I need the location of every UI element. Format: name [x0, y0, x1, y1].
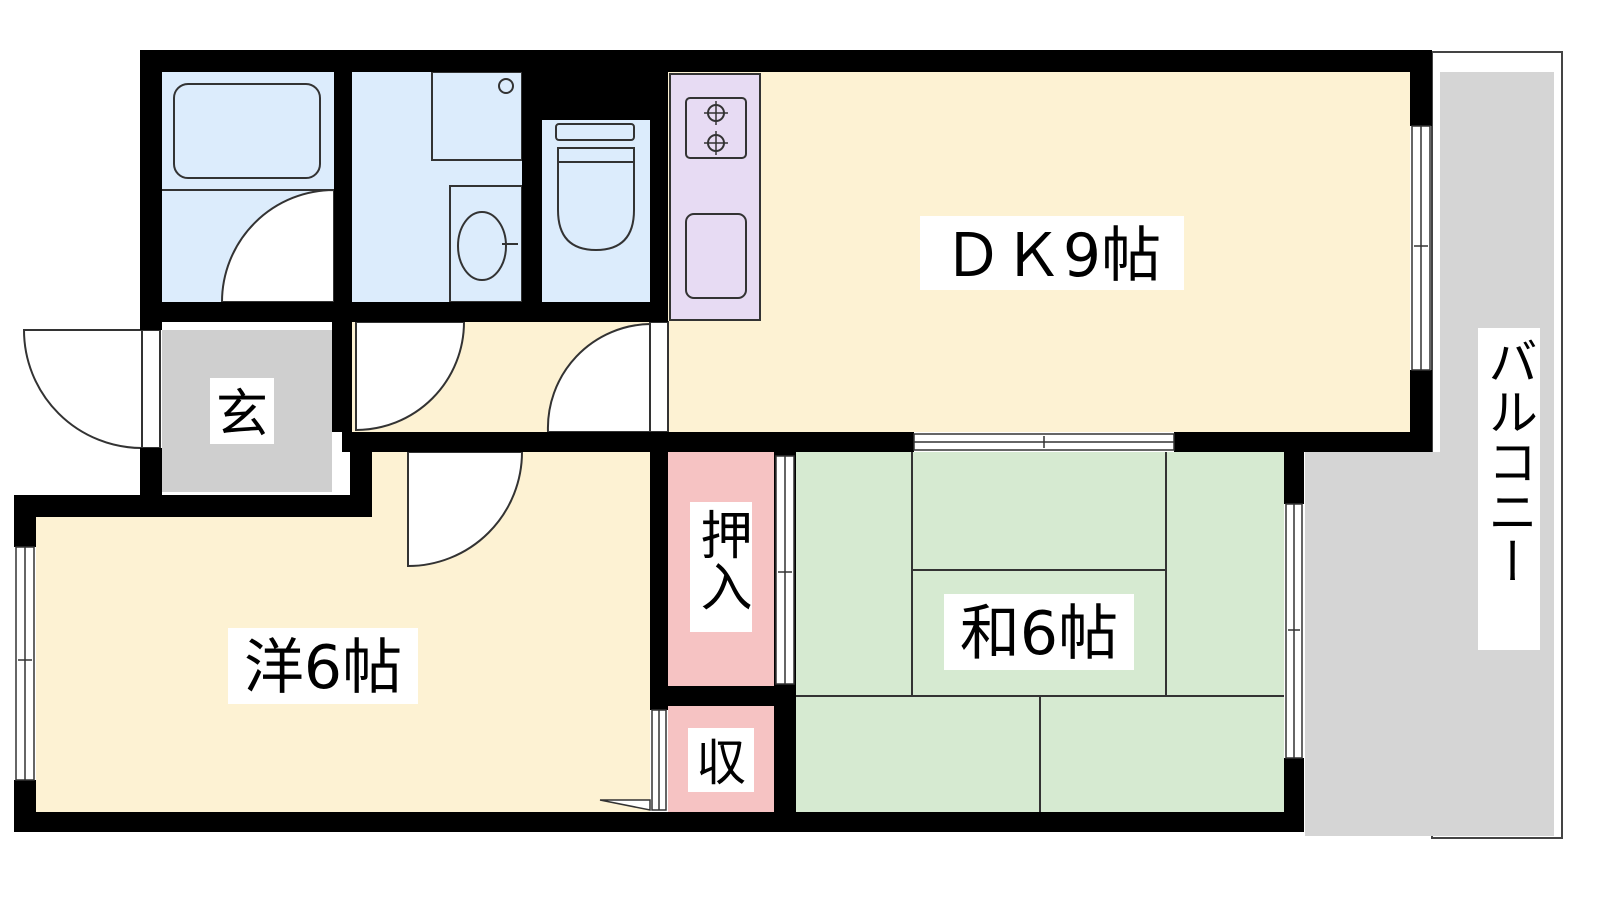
wall-western-closet	[650, 452, 668, 710]
balcony: バルコニー	[1305, 51, 1563, 839]
balcony-label-bg	[1478, 328, 1540, 650]
wall-dk-bottom-right	[1174, 432, 1432, 452]
windows	[15, 125, 1431, 811]
washroom-door	[355, 321, 466, 432]
toilet-bowl	[557, 147, 635, 252]
wall-japanese-right-top	[1284, 452, 1304, 504]
wall-mid-horizontal	[140, 302, 668, 322]
wall-left-upper	[140, 50, 162, 330]
toilet-floor	[542, 120, 650, 302]
room-labels: ＤＫ9帖 洋6帖 和6帖 玄 押入 収	[210, 216, 1184, 792]
wall-dk-bottom	[342, 432, 914, 452]
wall-bath-wash	[334, 72, 352, 320]
japanese-label-bg	[944, 594, 1134, 670]
dk-label-bg	[920, 216, 1184, 290]
toilet-frame	[649, 321, 669, 433]
wall-toilet-top	[542, 72, 668, 120]
wall-top	[140, 50, 1430, 72]
wall-left-entrance	[140, 448, 162, 496]
western-label-bg	[228, 628, 418, 704]
wall-entrance-right	[332, 322, 352, 432]
toilet-tank	[555, 123, 635, 141]
wall-closet-storage	[650, 686, 796, 706]
storage-label-bg	[688, 728, 754, 792]
japanese-label: 和6帖	[960, 599, 1118, 669]
storage-door-marker	[599, 799, 651, 811]
doors	[22, 188, 669, 568]
entrance-door	[22, 329, 143, 450]
entrance-label: 玄	[216, 385, 268, 445]
kitchen-counter	[669, 73, 761, 321]
balcony-label: バルコニー	[1480, 336, 1538, 586]
closet-label: 押入	[691, 508, 751, 612]
bathtub	[173, 83, 321, 179]
dk-label: ＤＫ9帖	[943, 221, 1161, 291]
wall-western-top	[14, 452, 372, 547]
walls	[14, 50, 1432, 832]
faucet-icon	[498, 78, 514, 94]
storage-label: 収	[696, 734, 746, 792]
toilet-door	[546, 322, 651, 433]
wall-toilet-dk	[650, 72, 668, 322]
tatami-lines	[796, 452, 1284, 812]
wall-right-upper	[1410, 50, 1432, 126]
kitchen-sink	[685, 213, 747, 299]
wall-right-mid	[1410, 370, 1432, 452]
washbasin	[457, 211, 507, 281]
fixtures	[162, 71, 635, 303]
western-label: 洋6帖	[244, 633, 402, 703]
closet-label-bg	[690, 502, 752, 632]
western-door	[407, 451, 524, 568]
bathroom-door	[220, 188, 335, 303]
wall-bottom	[14, 812, 1304, 832]
entrance-label-bg	[210, 378, 274, 444]
entrance-frame	[141, 329, 161, 449]
stove	[685, 97, 747, 159]
wall-wash-toilet	[522, 72, 542, 320]
